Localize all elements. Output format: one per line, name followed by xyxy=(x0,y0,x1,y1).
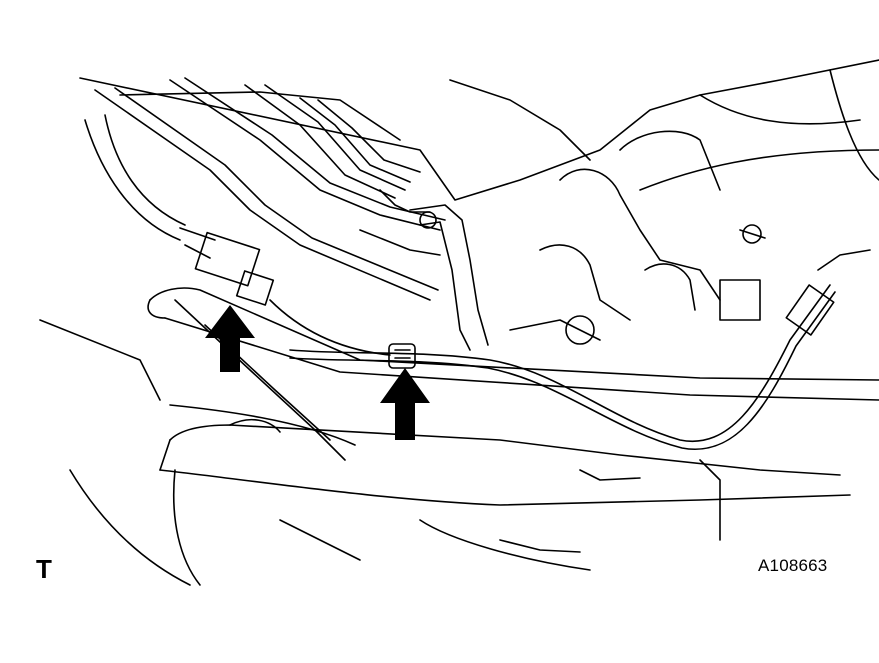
bracket xyxy=(409,204,489,351)
wire-clamp xyxy=(388,343,416,369)
lower-structure xyxy=(39,319,721,586)
crossmember xyxy=(159,418,851,506)
sensor-harness xyxy=(84,114,391,356)
figure-id: A108663 xyxy=(758,556,828,575)
clamp-arrow-icon xyxy=(380,368,430,440)
suspension-rail xyxy=(147,287,879,401)
drive-assembly xyxy=(509,130,766,345)
underbody-panel xyxy=(79,59,879,201)
corner-mark: T xyxy=(36,554,52,584)
tube-bundle xyxy=(94,77,446,301)
connector-arrow-icon xyxy=(205,305,255,372)
sensor-wire xyxy=(289,249,871,451)
lower-arm xyxy=(169,299,356,461)
